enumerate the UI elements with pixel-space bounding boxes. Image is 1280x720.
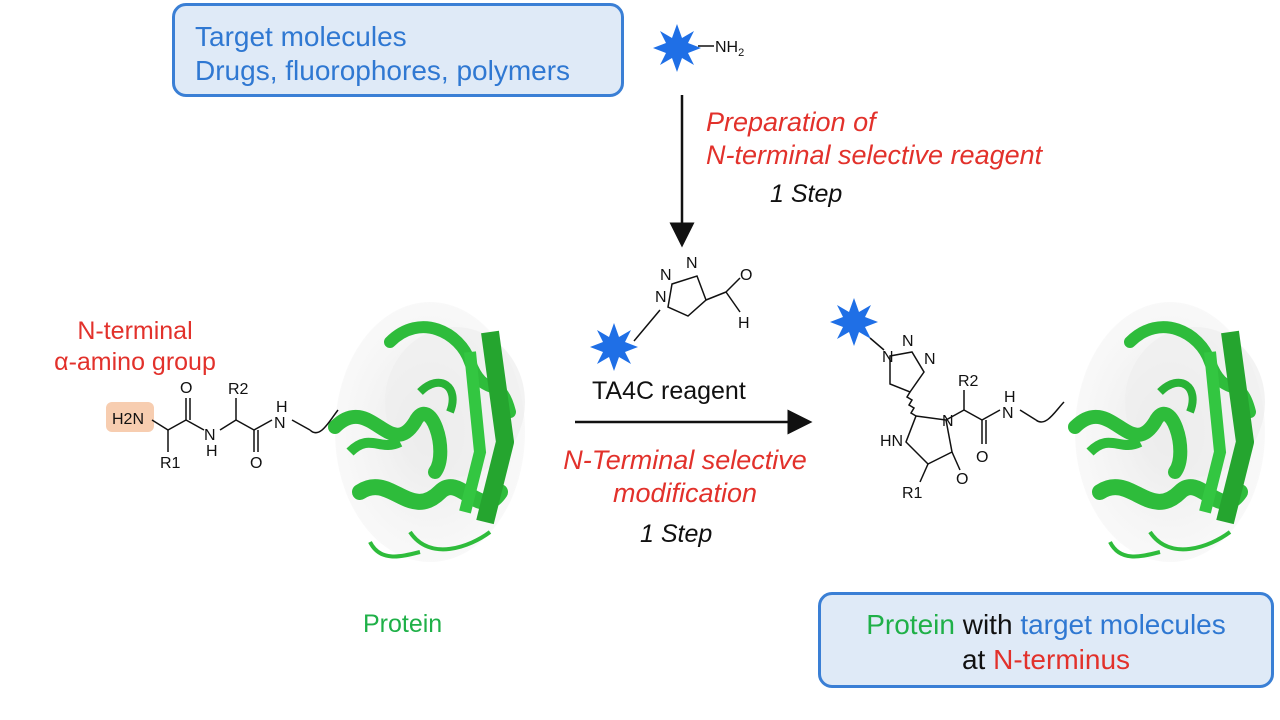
svg-text:N: N — [660, 267, 672, 284]
svg-text:O: O — [976, 449, 988, 466]
svg-text:R2: R2 — [228, 381, 249, 398]
fluorophore-star-icon — [653, 24, 701, 72]
peptide-bonds — [151, 398, 339, 452]
preparation-step-label: 1 Step — [770, 180, 843, 208]
svg-text:N: N — [942, 413, 954, 430]
preparation-label: Preparation of N-terminal selective reag… — [706, 107, 1043, 170]
modification-step-label: 1 Step — [640, 520, 713, 548]
protein-label: Protein — [363, 610, 443, 638]
protein-ribbon-icon — [1075, 302, 1265, 562]
svg-text:O: O — [740, 267, 752, 284]
result-target-words: target molecules — [1020, 609, 1226, 640]
result-nterminus-word: N-terminus — [993, 644, 1131, 675]
fluorophore-star-icon — [590, 323, 638, 371]
svg-text:N: N — [204, 427, 216, 444]
svg-text:H: H — [1004, 389, 1016, 406]
amino-group-highlight — [106, 402, 154, 432]
svg-text:N: N — [882, 349, 894, 366]
target-molecules-examples: Drugs, fluorophores, polymers — [195, 55, 571, 86]
protein-ribbon-icon — [335, 302, 525, 562]
result-box: Protein with target molecules at N-termi… — [818, 592, 1274, 688]
svg-text:N: N — [686, 255, 698, 272]
svg-text:R1: R1 — [160, 455, 181, 472]
target-molecules-box: Target molecules Drugs, fluorophores, po… — [172, 3, 624, 97]
svg-text:H: H — [206, 443, 218, 460]
svg-text:H: H — [276, 399, 288, 416]
n-terminal-label: N-terminal α-amino group — [54, 317, 216, 376]
svg-text:H: H — [738, 315, 750, 332]
svg-text:O: O — [180, 380, 192, 397]
svg-text:N: N — [924, 351, 936, 368]
svg-text:R2: R2 — [958, 373, 979, 390]
target-molecules-title: Target molecules — [195, 21, 407, 52]
svg-text:R1: R1 — [902, 485, 923, 502]
result-protein-word: Protein — [866, 609, 955, 640]
svg-text:N: N — [902, 333, 914, 350]
svg-text:N: N — [1002, 405, 1014, 422]
ta4c-reagent-label: TA4C reagent — [592, 377, 746, 405]
svg-text:O: O — [250, 455, 262, 472]
product-structure — [869, 337, 1065, 483]
svg-text:O: O — [956, 471, 968, 488]
modification-label: N-Terminal selective modification — [563, 445, 807, 508]
svg-text:N: N — [655, 289, 667, 306]
ta4c-structure — [633, 275, 741, 342]
svg-text:N: N — [274, 415, 286, 432]
svg-text:HN: HN — [880, 433, 903, 450]
svg-text:H2N: H2N — [112, 411, 144, 428]
amine-label: NH2 — [715, 39, 744, 59]
